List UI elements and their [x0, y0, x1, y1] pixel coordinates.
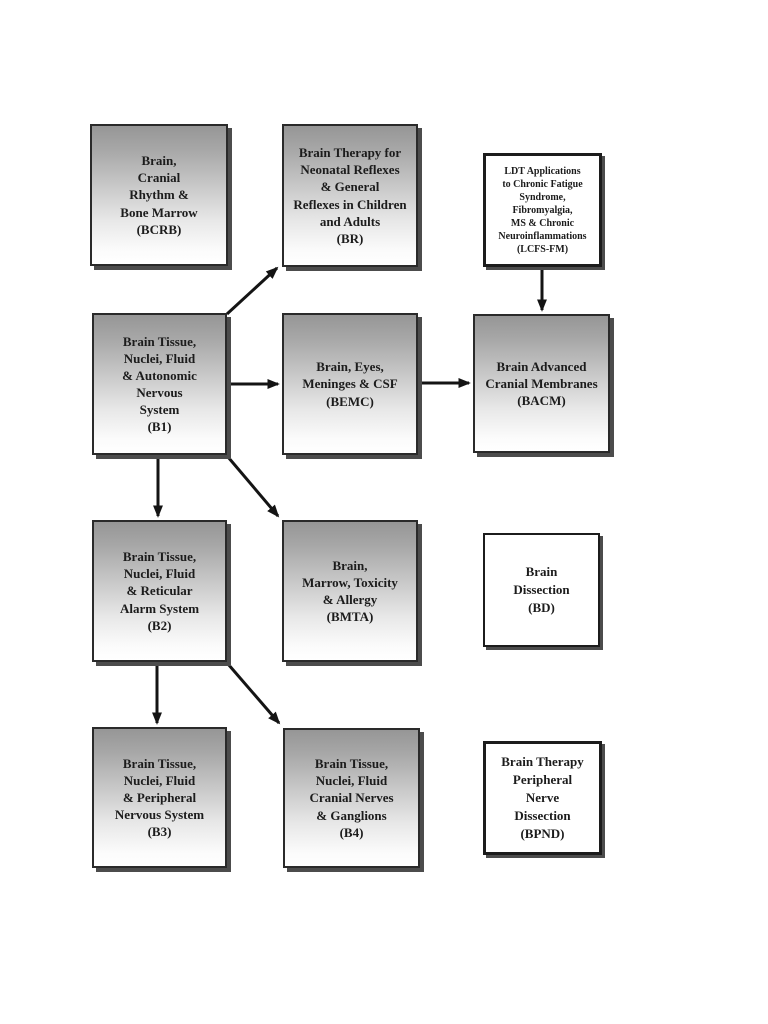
node-br: Brain Therapy for Neonatal Reflexes & Ge…	[282, 124, 418, 267]
node-bcrb-label: Brain, Cranial Rhythm & Bone Marrow (BCR…	[120, 153, 198, 237]
node-lcfs-fm: LDT Applications to Chronic Fatigue Synd…	[483, 153, 602, 267]
node-bacm: Brain Advanced Cranial Membranes (BACM)	[473, 314, 610, 453]
node-bmta: Brain, Marrow, Toxicity & Allergy (BMTA)	[282, 520, 418, 662]
node-b1-label: Brain Tissue, Nuclei, Fluid & Autonomic …	[122, 333, 197, 435]
node-b4-label: Brain Tissue, Nuclei, Fluid Cranial Nerv…	[309, 756, 394, 840]
node-b3-label: Brain Tissue, Nuclei, Fluid & Peripheral…	[114, 755, 205, 840]
node-bemc-label: Brain, Eyes, Meninges & CSF (BEMC)	[302, 359, 398, 409]
node-b1: Brain Tissue, Nuclei, Fluid & Autonomic …	[92, 313, 227, 455]
node-bcrb: Brain, Cranial Rhythm & Bone Marrow (BCR…	[90, 124, 228, 266]
arrow-b1-to-bmta	[226, 456, 280, 518]
node-bpnd: Brain Therapy Peripheral Nerve Dissectio…	[483, 741, 602, 855]
arrow-b2-to-b4	[226, 663, 281, 725]
node-bd: Brain Dissection (BD)	[483, 533, 600, 647]
node-lcfs-fm-label: LDT Applications to Chronic Fatigue Synd…	[498, 165, 587, 255]
node-b2: Brain Tissue, Nuclei, Fluid & Reticular …	[92, 520, 227, 662]
node-b4: Brain Tissue, Nuclei, Fluid Cranial Nerv…	[283, 728, 420, 868]
node-b3: Brain Tissue, Nuclei, Fluid & Peripheral…	[92, 727, 227, 868]
node-bacm-label: Brain Advanced Cranial Membranes (BACM)	[485, 358, 598, 409]
node-bemc: Brain, Eyes, Meninges & CSF (BEMC)	[282, 313, 418, 455]
arrow-b1-to-br	[225, 266, 279, 316]
node-br-label: Brain Therapy for Neonatal Reflexes & Ge…	[293, 145, 407, 246]
node-bd-label: Brain Dissection (BD)	[513, 564, 570, 615]
node-bpnd-label: Brain Therapy Peripheral Nerve Dissectio…	[501, 754, 584, 841]
node-bmta-label: Brain, Marrow, Toxicity & Allergy (BMTA)	[302, 557, 398, 625]
node-b2-label: Brain Tissue, Nuclei, Fluid & Reticular …	[119, 549, 200, 633]
